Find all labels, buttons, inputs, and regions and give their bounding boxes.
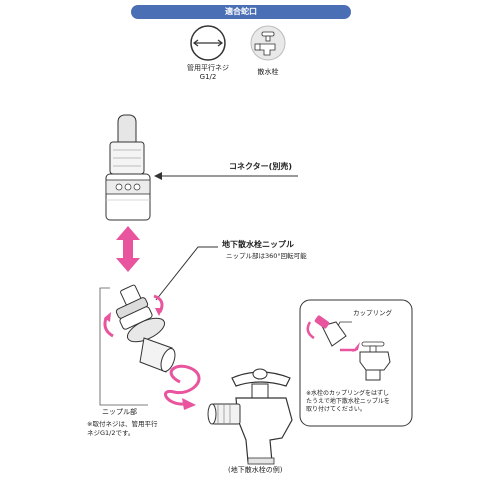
thread-note: ※取付ネジは、管用平行 ネジG1/2です。 [87,420,157,438]
coupling-note-line3: 取り付けてください。 [306,406,366,413]
faucet-icon [250,25,286,61]
faucet-label: 散水栓 [257,68,279,76]
nipple-note: ニップル部は360°回転可能 [226,252,307,260]
connector-illustration [105,141,151,221]
hose-illustration [117,114,137,143]
pink-spiral-arrow [163,364,201,410]
coupling-note: ※水栓のカップリングをはずし たうえで地下散水栓ニップルを 取り付けてください。 [306,390,390,414]
coupling-label: カップリング [353,309,392,317]
rotation-arrowhead-left [104,312,111,322]
coupling-inset-box [299,299,413,427]
nipple-part-label: ニップル部 [102,408,137,416]
compatible-faucet-banner: 適合蛇口 [131,5,351,19]
thread-note-line2: ネジG1/2です。 [87,429,135,437]
nipple-illustration [115,284,176,373]
underground-faucet-illustration [207,368,293,465]
rotation-arrow-left [103,317,114,338]
thread-icon [190,25,226,61]
rotation-arrowhead-right [155,308,163,316]
banner-title: 適合蛇口 [225,7,257,16]
connector-label: コネクター(別売) [229,162,292,171]
nipple-label: 地下散水栓ニップル [222,240,294,249]
nipple-leader-line [155,246,218,301]
nipple-part-bracket [99,287,148,406]
example-caption: (地下散水栓の例) [228,466,283,474]
thread-label: 管用平行ネジ G1/2 [183,64,233,82]
thread-label-line1: 管用平行ネジ [187,64,229,72]
coupling-note-line1: ※水栓のカップリングをはずし [306,390,390,397]
thread-note-line1: ※取付ネジは、管用平行 [87,420,158,428]
pink-double-arrow [116,226,140,272]
coupling-note-line2: たうえで地下散水栓ニップルを [306,398,390,405]
thread-label-line2: G1/2 [199,73,217,81]
